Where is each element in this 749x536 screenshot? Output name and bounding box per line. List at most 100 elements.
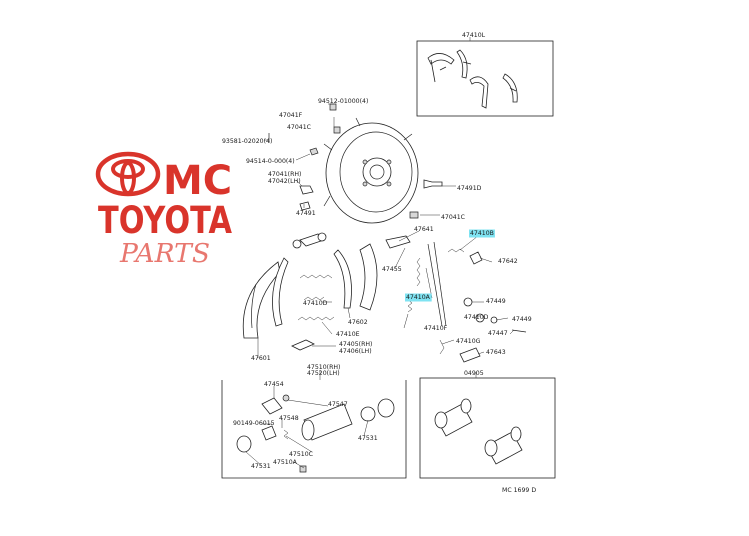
axle-hub-center: [369, 164, 385, 180]
highlight-47410a: [405, 293, 432, 302]
part-label-47454: 47454: [264, 381, 284, 388]
part-label-47410f: 47410F: [424, 325, 448, 332]
part-label-47455: 47455: [382, 266, 402, 273]
plate-47642: [469, 251, 483, 265]
bolt-47491d: [423, 179, 443, 189]
shoe-47601: [242, 261, 281, 339]
part-label-47641: 47641: [414, 226, 434, 233]
kit-cup-lower: [510, 426, 522, 442]
shoe-kit-shoe-4: [502, 73, 518, 103]
part-label-47491: 47491: [296, 210, 316, 217]
adjuster-47405: [291, 339, 315, 351]
shoe-web-left: [272, 257, 289, 327]
shoe-kit-box: [416, 40, 554, 117]
part-label-94514: 94514-0-000(4): [246, 158, 295, 165]
part-label-47510c: 47510C: [289, 451, 313, 458]
hub-bolt-4: [386, 181, 392, 187]
cylinder-boot-left: [292, 239, 302, 249]
part-label-47602: 47602: [348, 319, 368, 326]
cup-47531-right: [360, 406, 376, 422]
nut-94514: [309, 147, 319, 156]
cup-47510c: [283, 429, 289, 440]
lower-spring-47410e: [297, 316, 335, 321]
piston-left: [261, 425, 277, 441]
spring-47410b: [447, 248, 465, 253]
backing-plate-tabs: [323, 117, 413, 207]
part-label-47041c-b: 47041C: [441, 214, 465, 221]
part-label-47510a: 47510A: [273, 459, 298, 466]
boot-47531-right: [377, 398, 395, 418]
hold-spring-47410d: [303, 296, 325, 301]
kit-47510a: [299, 465, 307, 473]
shoe-kit-shoe-1: [427, 53, 455, 83]
wheel-cylinder-box: [221, 380, 407, 479]
part-label-47642: 47642: [498, 258, 518, 265]
spring-47410f: [407, 299, 413, 313]
washer-47449: [463, 297, 473, 307]
hub-bolt-1: [362, 159, 368, 165]
part-label-47405: 47405(RH): [339, 341, 372, 348]
part-label-47449-a: 47449: [486, 298, 506, 305]
bracket-47643: [459, 347, 481, 363]
watermark-initials: MC: [163, 158, 232, 204]
part-label-47410b: 47410B: [470, 230, 494, 237]
lever-47410a: [427, 243, 443, 327]
upper-spring: [299, 274, 333, 279]
lever-spring: [416, 257, 421, 287]
wheel-cylinder-frame: [221, 380, 407, 479]
part-label-47447: 47447: [488, 330, 508, 337]
lever-47410a-edge: [433, 241, 447, 327]
part-label-47041c-a: 47041C: [287, 124, 311, 131]
backing-plate: [323, 117, 419, 224]
highlight-47410b: [469, 229, 495, 238]
backing-plate-rim: [339, 131, 413, 213]
part-label-47643: 47643: [486, 349, 506, 356]
part-label-47491d: 47491D: [457, 185, 482, 192]
bracket-47041: [299, 185, 314, 195]
part-label-47531-r: 47531: [358, 435, 378, 442]
diagram-code: MC 1699 D: [502, 487, 536, 494]
bolt-47447: [511, 329, 527, 333]
part-label-47042lh: 47042(LH): [268, 178, 301, 185]
watermark-brand: TOYOTA: [98, 199, 232, 242]
part-label-47520: 47520(LH): [307, 370, 340, 377]
shoe-web-right: [333, 249, 352, 309]
parking-lever-assembly: [385, 235, 527, 363]
brake-shoes: [242, 243, 378, 339]
cylinder-bore-end: [301, 419, 315, 441]
leader-lines: [245, 37, 515, 469]
watermark-tagline: PARTS: [119, 239, 210, 269]
mc-toyota-watermark: MC TOYOTA PARTS: [95, 151, 232, 269]
part-label-47410a: 47410A: [406, 294, 431, 301]
part-label-90149: 90149-06015: [233, 420, 275, 427]
cap-47041c: [409, 211, 419, 219]
hub-bolt-3: [362, 181, 368, 187]
kit-cup-upper: [460, 398, 472, 414]
part-label-47406: 47406(LH): [339, 348, 372, 355]
part-label-47531-l: 47531: [251, 463, 271, 470]
part-labels: 47410L 94512-01000(4) 47041F 47041C 93581-02…: [222, 32, 532, 470]
part-label-47449-b: 47449: [512, 316, 532, 323]
part-label-94512: 94512-01000(4): [318, 98, 368, 105]
shoe-kit-shoe-3: [469, 76, 489, 109]
shoe-47602: [359, 243, 378, 311]
part-label-47510: 47510(RH): [307, 364, 340, 371]
shoe-kit-shoe-2: [456, 49, 472, 79]
part-label-47041rh: 47041(RH): [268, 171, 301, 178]
cylinder-boot-right: [317, 232, 327, 242]
clip-47491: [299, 201, 311, 211]
hub-bolt-2: [386, 159, 392, 165]
part-label-47548: 47548: [279, 415, 299, 422]
part-label-93581: 93581-02020(4): [222, 138, 272, 145]
shoe-47601-lining: [251, 283, 257, 329]
part-label-47041f: 47041F: [279, 112, 303, 119]
part-label-04905: 04905: [464, 370, 484, 377]
part-label-47410l: 47410L: [462, 32, 486, 39]
strut-47455: [385, 235, 411, 249]
axle-hub: [362, 157, 392, 187]
part-label-47547: 47547: [328, 401, 348, 408]
shoe-kit-frame: [416, 40, 554, 117]
shoe-springs: [291, 232, 335, 351]
